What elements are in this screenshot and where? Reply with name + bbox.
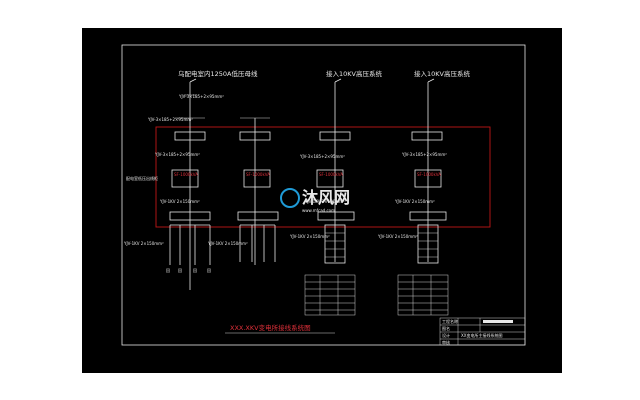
feeder-label-3: 接入10KV高压系统: [414, 69, 470, 78]
bus-box-4: [409, 211, 447, 221]
breaker-label-2: SF-1000kVA: [246, 172, 270, 177]
bus-box-2: [237, 211, 279, 221]
bus-box-3: [317, 211, 355, 221]
load-table-2: [397, 274, 449, 316]
breaker-label-4: SF-1000kVA: [417, 172, 441, 177]
drawing-frame: [121, 44, 526, 346]
ladder-4: [417, 224, 439, 264]
side-note: 配电室低压出线柜: [126, 175, 158, 181]
drawing-title: XXX.XKV变电所接线系统图: [230, 323, 311, 332]
drawing-sheet: [82, 28, 562, 373]
title-block-drawing-name: XX变电所主接线系统图: [461, 332, 502, 338]
feeder-label-1: 乌配电室内1250A低压母线: [178, 69, 258, 78]
svg-text:回: 回: [193, 268, 197, 273]
breaker-box-1: [171, 169, 199, 188]
feeder-column-1: YJV-3×185+2×95mm² YJV-3×185+2×95mm² YJV-…: [123, 78, 224, 290]
feeder-column-3: YJV-3×185+2×95mm² SF-1000kVA YJV-1KV 2×1…: [289, 78, 355, 264]
svg-text:回: 回: [166, 268, 170, 273]
watermark: 沐风网 www.mfcad.com: [280, 188, 350, 213]
switch-box-4: [411, 131, 443, 141]
cable-label-mid-1b: YJV-3×185+2×95mm²: [154, 152, 200, 157]
svg-text:回: 回: [178, 268, 182, 273]
feeder-label-2: 接入10KV高压系统: [326, 69, 382, 78]
cable-label-top-3: YJV-3×185+2×95mm²: [299, 154, 345, 159]
switch-box-2: [239, 131, 271, 141]
title-block: 工程名称 图名 设计 审核 XX变电所主接线系统图: [439, 317, 526, 346]
cable-label-out-1: YJV-1KV 2×150mm²: [123, 241, 164, 246]
title-block-row-3: 设计: [442, 332, 450, 338]
cable-label-low-4: YJV-1KV 2×150mm²: [394, 199, 435, 204]
title-block-row-4: 审核: [442, 339, 450, 345]
breaker-label-1: SF-1000kVA: [174, 172, 198, 177]
breaker-box-3: [316, 169, 344, 188]
cable-label-out-3: YJV-1KV 2×150mm²: [289, 234, 330, 239]
cable-label-top-1: YJV-3×185+2×95mm²: [178, 94, 224, 99]
title-block-row-2: 图名: [442, 325, 450, 331]
feeder-column-4: YJV-3×185+2×95mm² SF-1000kVA YJV-1KV 2×1…: [377, 78, 447, 264]
switch-box-1: [174, 131, 206, 141]
feeder-column-2: SF-1000kVA YJV-1KV 2×150mm²: [207, 117, 279, 265]
load-table-1: [304, 274, 356, 316]
cable-label-low-1: YJV-1KV 2×150mm²: [159, 199, 200, 204]
watermark-logo-icon: [280, 188, 300, 208]
watermark-brand: 沐风网: [302, 188, 350, 207]
svg-text:回: 回: [207, 268, 211, 273]
switch-box-3: [319, 131, 351, 141]
cable-label-mid-1a: YJV-3×185+2×95mm²: [147, 117, 193, 122]
cable-label-mid-4: YJV-3×185+2×95mm²: [401, 152, 447, 157]
breaker-label-3: SF-1000kVA: [319, 172, 343, 177]
cable-label-low-3: YJV-1KV 2×150mm²: [304, 199, 345, 204]
title-block-row-1: 工程名称: [442, 318, 458, 324]
breaker-box-2: [243, 169, 271, 188]
watermark-url: www.mfcad.com: [302, 208, 335, 213]
cable-label-out-2: YJV-1KV 2×150mm²: [207, 241, 248, 246]
bus-box-1: [169, 211, 211, 221]
breaker-box-4: [414, 169, 442, 188]
switchgear-boundary: [155, 126, 491, 228]
ladder-3: [324, 224, 346, 264]
cable-label-out-4: YJV-1KV 2×150mm²: [377, 234, 418, 239]
